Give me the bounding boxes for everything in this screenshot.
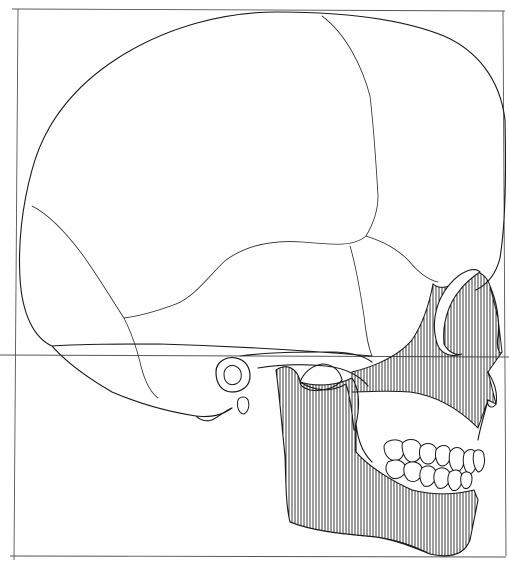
upper-molar-1: [384, 440, 404, 460]
guide-top-line: [12, 9, 505, 11]
guide-left-line: [14, 9, 18, 560]
squamosal-suture: [124, 236, 366, 318]
coronal-lower-suture: [366, 236, 438, 282]
lower-incisor: [461, 472, 472, 489]
frontal-suture: [322, 16, 378, 236]
sphenoid-suture: [350, 246, 372, 356]
zygomatic-arch-upper: [240, 352, 372, 362]
lower-molar-2: [404, 462, 422, 482]
upper-premolar-1: [419, 444, 436, 465]
guide-right-line: [503, 11, 506, 556]
hatched-facial-region: [276, 272, 502, 556]
lower-canine: [448, 470, 462, 491]
upper-premolar-2: [435, 446, 450, 467]
ear-canal-inner: [224, 365, 241, 384]
guide-bottom-line: [10, 556, 506, 557]
upper-canine: [449, 448, 464, 473]
styloid-process: [237, 397, 248, 414]
lambdoid-suture: [32, 206, 124, 318]
occipital-base: [52, 346, 232, 417]
maxilla-hatched: [352, 272, 502, 428]
lower-molar-1: [386, 460, 406, 479]
upper-molar-2: [402, 440, 422, 463]
mastoid-process: [196, 408, 232, 421]
mastoid-suture: [124, 318, 158, 398]
ear-region: [196, 358, 250, 421]
